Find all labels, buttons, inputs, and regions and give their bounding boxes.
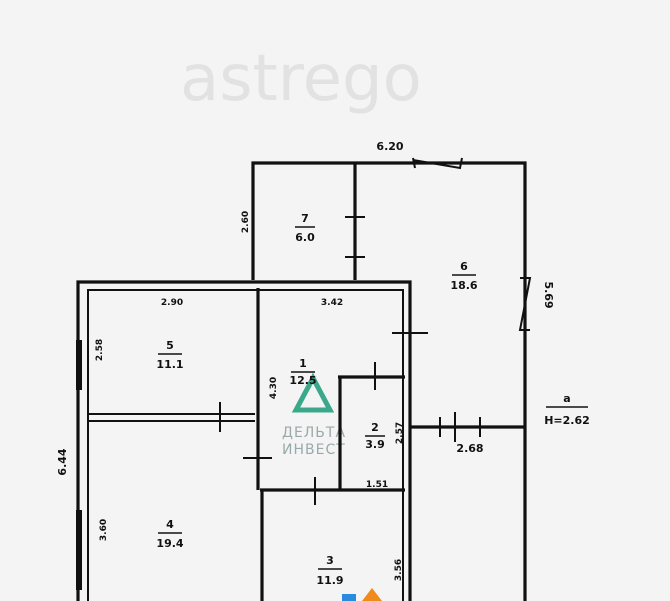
- svg-text:11.9: 11.9: [316, 574, 343, 587]
- room-2: 2 3.9: [365, 421, 385, 451]
- delta-watermark-line2: ИНВЕСТ: [282, 442, 346, 458]
- svg-text:a: a: [563, 392, 570, 405]
- room-1: 1 12.5: [289, 357, 316, 387]
- svg-text:6.44: 6.44: [56, 448, 69, 475]
- svg-text:H=2.62: H=2.62: [544, 414, 590, 427]
- svg-text:2.58: 2.58: [95, 339, 105, 361]
- ceiling-height-legend: a H=2.62: [544, 392, 590, 427]
- orange-logo-icon: [342, 588, 382, 601]
- room-7: 7 6.0: [295, 212, 315, 244]
- svg-text:2.57: 2.57: [395, 422, 405, 444]
- room-5: 5 11.1: [156, 339, 183, 371]
- svg-text:11.1: 11.1: [156, 358, 183, 371]
- svg-text:2.68: 2.68: [456, 442, 483, 455]
- svg-text:5: 5: [166, 339, 174, 352]
- svg-text:12.5: 12.5: [289, 374, 316, 387]
- svg-text:19.4: 19.4: [156, 537, 183, 550]
- svg-text:2.60: 2.60: [241, 211, 251, 233]
- svg-text:6.0: 6.0: [295, 231, 315, 244]
- svg-text:3.9: 3.9: [365, 438, 385, 451]
- svg-text:5.69: 5.69: [542, 281, 555, 308]
- svg-text:3.56: 3.56: [394, 559, 404, 581]
- svg-text:18.6: 18.6: [450, 279, 477, 292]
- svg-text:6: 6: [460, 260, 468, 273]
- svg-text:2: 2: [371, 421, 379, 434]
- svg-text:6.20: 6.20: [376, 140, 403, 153]
- room-4: 4 19.4: [156, 518, 183, 550]
- dimension-labels: 6.20 2.60 5.69 2.90 3.42 2.58 4.30 2.57 …: [56, 140, 555, 581]
- walls: [76, 157, 532, 601]
- svg-text:3.60: 3.60: [99, 519, 109, 541]
- room-6: 6 18.6: [450, 260, 477, 292]
- svg-text:2.90: 2.90: [161, 298, 183, 308]
- svg-text:1.51: 1.51: [366, 480, 388, 490]
- svg-text:4: 4: [166, 518, 174, 531]
- svg-text:1: 1: [299, 357, 307, 370]
- astrego-watermark: astrego: [180, 42, 422, 116]
- room-3: 3 11.9: [316, 554, 343, 587]
- delta-logo-icon: [291, 372, 335, 413]
- svg-text:3: 3: [326, 554, 334, 567]
- svg-text:4.30: 4.30: [269, 377, 279, 399]
- svg-text:3.42: 3.42: [321, 298, 343, 308]
- delta-watermark-line1: ДЕЛЬТА: [282, 425, 346, 441]
- svg-text:7: 7: [301, 212, 309, 225]
